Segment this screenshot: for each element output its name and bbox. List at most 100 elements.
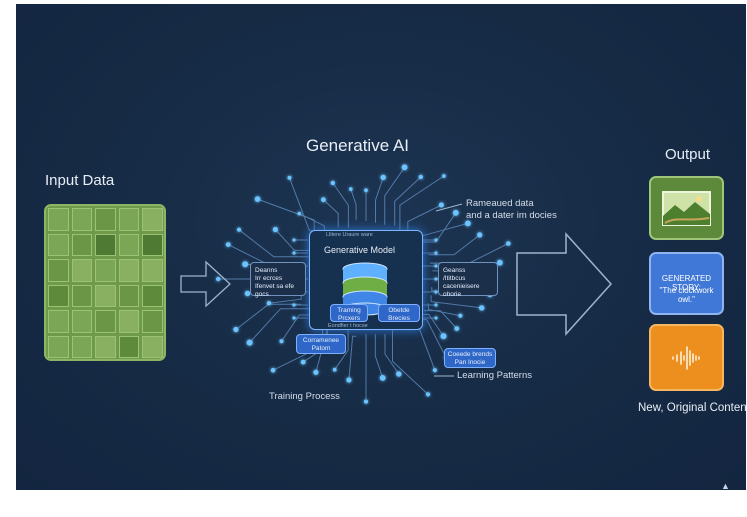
circuit-trace bbox=[268, 295, 302, 304]
connector-dot bbox=[434, 303, 438, 307]
left-model-node: Deanns Irr ecrces Ifenvet sa efe gocs bbox=[250, 262, 306, 298]
circuit-node-dot bbox=[440, 333, 447, 340]
circuit-node-dot bbox=[233, 326, 239, 333]
model-tiny-text-bottom: Eondfier t hocse bbox=[328, 323, 368, 329]
input-data-panel bbox=[44, 204, 166, 361]
input-data-tile bbox=[71, 233, 93, 256]
input-data-tile bbox=[142, 233, 163, 256]
circuit-node-dot bbox=[346, 377, 352, 383]
circuit-trace bbox=[350, 188, 357, 221]
output-arrow bbox=[516, 232, 613, 336]
circuit-node-dot bbox=[254, 196, 261, 202]
circuit-trace bbox=[401, 325, 436, 371]
circuit-node-dot bbox=[506, 241, 511, 246]
circuit-node-dot bbox=[452, 209, 459, 216]
input-data-tile bbox=[118, 208, 140, 231]
input-data-tile bbox=[48, 335, 69, 358]
circuit-node-dot bbox=[454, 326, 460, 331]
circuit-trace bbox=[423, 310, 458, 329]
model-tiny-text-top: Llitere Uraure ware bbox=[326, 232, 373, 238]
circuit-node-dot bbox=[363, 399, 369, 404]
circuit-node-dot bbox=[438, 202, 444, 208]
connector-dot bbox=[434, 238, 438, 242]
generative-model-label: Generative Model bbox=[324, 245, 396, 255]
circuit-trace bbox=[394, 176, 422, 226]
input-data-tile bbox=[95, 233, 116, 256]
story-text: "The clockwork owl." bbox=[659, 286, 714, 304]
circuit-trace bbox=[348, 335, 357, 381]
circuit-node-dot bbox=[364, 188, 368, 193]
output-audio-card bbox=[649, 324, 724, 391]
data-annotation: Rameaued data and a dater im docies bbox=[466, 198, 557, 221]
audio-waveform-icon bbox=[672, 346, 700, 370]
input-data-tile bbox=[95, 310, 116, 333]
circuit-node-dot bbox=[479, 305, 485, 311]
circuit-node-dot bbox=[321, 197, 326, 203]
connector-dot bbox=[434, 251, 438, 255]
circuit-trace bbox=[332, 182, 349, 228]
circuit-node-dot bbox=[272, 226, 278, 233]
input-data-tile bbox=[95, 259, 116, 282]
circuit-node-dot bbox=[458, 313, 463, 318]
connector-dot bbox=[434, 277, 438, 281]
circuit-node-dot bbox=[396, 371, 402, 377]
input-data-tile bbox=[71, 310, 93, 333]
output-caption: New, Original Content bbox=[638, 402, 746, 414]
input-data-tile bbox=[71, 335, 93, 358]
training-process-label: Training Process bbox=[269, 391, 340, 402]
circuit-node-dot bbox=[300, 359, 306, 365]
circuit-node-dot bbox=[349, 187, 353, 191]
connector-dot bbox=[434, 290, 438, 294]
input-arrow bbox=[180, 260, 231, 308]
input-data-tile bbox=[118, 233, 140, 256]
input-data-label: Input Data bbox=[45, 172, 115, 189]
corner-mark-icon: ▲ bbox=[721, 481, 730, 490]
circuit-node-dot bbox=[270, 367, 276, 373]
circuit-trace bbox=[428, 234, 481, 256]
circuit-node-dot bbox=[330, 180, 335, 186]
circuit-node-dot bbox=[242, 261, 249, 268]
circuit-node-dot bbox=[380, 174, 386, 181]
circuit-node-dot bbox=[477, 232, 483, 238]
output-label: Output bbox=[665, 146, 711, 163]
circuit-trace bbox=[430, 295, 482, 309]
circuit-node-dot bbox=[216, 276, 221, 282]
circuit-trace bbox=[289, 177, 330, 232]
connector-dot bbox=[292, 303, 296, 307]
circuit-node-dot bbox=[465, 220, 471, 227]
circuit-trace bbox=[392, 328, 429, 395]
connector-dot bbox=[292, 316, 296, 320]
circuit-trace bbox=[238, 229, 309, 258]
right-model-node: Geanss /Ititbcus cacenieisere ohorie bbox=[438, 262, 498, 298]
circuit-node-dot bbox=[236, 227, 242, 232]
circuit-node-dot bbox=[425, 392, 431, 397]
input-data-tile bbox=[71, 208, 93, 231]
circuit-trace bbox=[249, 308, 312, 343]
circuit-node-dot bbox=[332, 367, 337, 372]
circuit-node-dot bbox=[225, 242, 231, 248]
diagram-title: Generative AI bbox=[306, 136, 410, 155]
connector-dot bbox=[292, 251, 296, 255]
circuit-node-dot bbox=[401, 164, 408, 171]
landscape-image-icon bbox=[662, 191, 711, 226]
circuit-node-dot bbox=[297, 211, 302, 216]
input-data-tile bbox=[48, 310, 69, 333]
circuit-trace bbox=[227, 244, 303, 264]
input-data-tile bbox=[71, 259, 93, 282]
circuit-node-dot bbox=[442, 174, 446, 178]
circuit-node-dot bbox=[432, 368, 437, 373]
learning-patterns-label: Learning Patterns bbox=[457, 370, 532, 381]
input-data-tile bbox=[71, 284, 93, 307]
model-node-c: Corramenee Patom bbox=[296, 334, 346, 354]
input-data-tile bbox=[142, 335, 163, 358]
model-node-d: Coeede brends Pan Inocie bbox=[444, 348, 496, 368]
circuit-node-dot bbox=[287, 175, 292, 180]
output-story-card: GENERATED STORY: "The clockwork owl." bbox=[649, 252, 724, 315]
input-data-tile bbox=[48, 259, 69, 282]
circuit-trace bbox=[235, 303, 302, 330]
circuit-trace bbox=[374, 334, 384, 379]
circuit-node-dot bbox=[244, 290, 251, 297]
training-node: Traming Prcxers bbox=[330, 304, 368, 322]
input-data-tile bbox=[95, 208, 116, 231]
input-data-tile bbox=[95, 335, 116, 358]
